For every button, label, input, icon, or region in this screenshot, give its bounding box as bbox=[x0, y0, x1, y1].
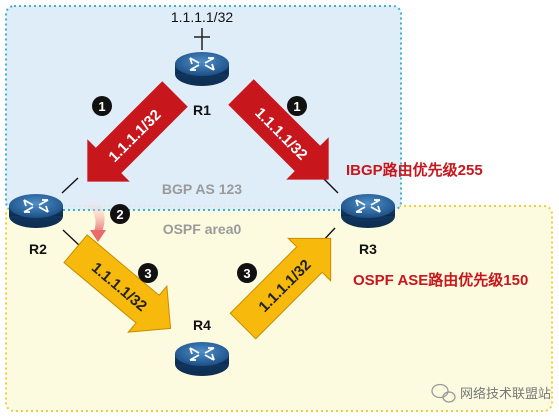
svg-text:3: 3 bbox=[144, 266, 151, 281]
svg-text:2: 2 bbox=[116, 207, 123, 222]
arrow-body bbox=[229, 237, 332, 340]
router-arrows-icon bbox=[355, 199, 381, 213]
router-r2[interactable] bbox=[9, 194, 63, 228]
router-label-r1: R1 bbox=[193, 102, 211, 118]
router-arrows-icon bbox=[189, 57, 215, 71]
bgp-area-label: BGP AS 123 bbox=[162, 181, 242, 197]
step-badge-1-left: 1 bbox=[92, 96, 112, 116]
router-label-r3: R3 bbox=[359, 241, 377, 257]
watermark-text: 网络技术联盟站 bbox=[460, 386, 551, 401]
router-label-r2: R2 bbox=[29, 241, 47, 257]
svg-text:3: 3 bbox=[243, 266, 250, 281]
router-r4[interactable] bbox=[175, 342, 229, 376]
prefix-label: 1.1.1.1/32 bbox=[171, 9, 233, 25]
router-arrows-icon bbox=[189, 347, 215, 361]
ibgp-preference-note: IBGP路由优先级255 bbox=[346, 161, 483, 179]
sweep-arrow-icon bbox=[82, 196, 106, 242]
link-r1-r2 bbox=[61, 177, 79, 194]
arrow-body bbox=[228, 79, 329, 180]
ospf-ase-preference-note: OSPF ASE路由优先级150 bbox=[353, 271, 528, 289]
svg-text:1: 1 bbox=[293, 99, 300, 114]
prefix-stub bbox=[194, 28, 210, 50]
ospf-area-label: OSPF area0 bbox=[163, 221, 242, 237]
router-r3[interactable] bbox=[341, 194, 395, 228]
step-badge-1-right: 1 bbox=[287, 96, 307, 116]
router-arrows-icon bbox=[23, 199, 49, 213]
router-label-r4: R4 bbox=[193, 317, 211, 333]
step-badge-2: 2 bbox=[110, 204, 130, 224]
arrow-body bbox=[63, 234, 172, 333]
link-r2-r4 bbox=[62, 229, 81, 247]
arrow-body bbox=[87, 81, 188, 182]
step-badge-3-right: 3 bbox=[237, 263, 257, 283]
wechat-logo-icon bbox=[431, 383, 456, 403]
router-r1[interactable] bbox=[175, 52, 229, 86]
svg-text:1: 1 bbox=[98, 99, 105, 114]
step-badge-3-left: 3 bbox=[138, 263, 158, 283]
